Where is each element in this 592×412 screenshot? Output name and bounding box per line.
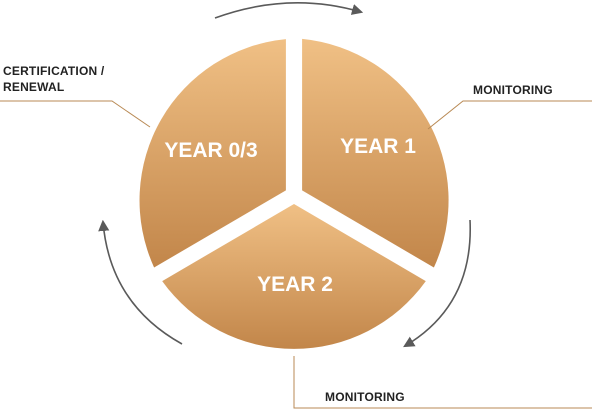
- cycle-arrow-top: [214, 2, 364, 19]
- cycle-arrow-left: [98, 219, 183, 345]
- segment-year-2: [162, 204, 426, 349]
- segment-label-year-0-3: YEAR 0/3: [164, 139, 257, 162]
- cycle-arrow-right: [403, 219, 471, 348]
- leader-line-monitoring-year-2: [293, 356, 592, 409]
- callout-certification-line-1: CERTIFICATION /: [3, 64, 105, 78]
- leader-line-monitoring-year-1: [427, 100, 592, 130]
- segment-year-1: [302, 38, 449, 268]
- callout-certification-renewal: CERTIFICATION / RENEWAL: [3, 63, 104, 95]
- segment-label-year-1: YEAR 1: [340, 135, 416, 158]
- callout-monitoring-year-1: MONITORING: [473, 83, 553, 97]
- leader-line-certification: [0, 100, 151, 128]
- callout-certification-line-2: RENEWAL: [3, 80, 65, 94]
- segment-label-year-2: YEAR 2: [257, 273, 333, 296]
- callout-monitoring-year-2: MONITORING: [325, 390, 405, 404]
- segment-year-0-3: [139, 39, 286, 268]
